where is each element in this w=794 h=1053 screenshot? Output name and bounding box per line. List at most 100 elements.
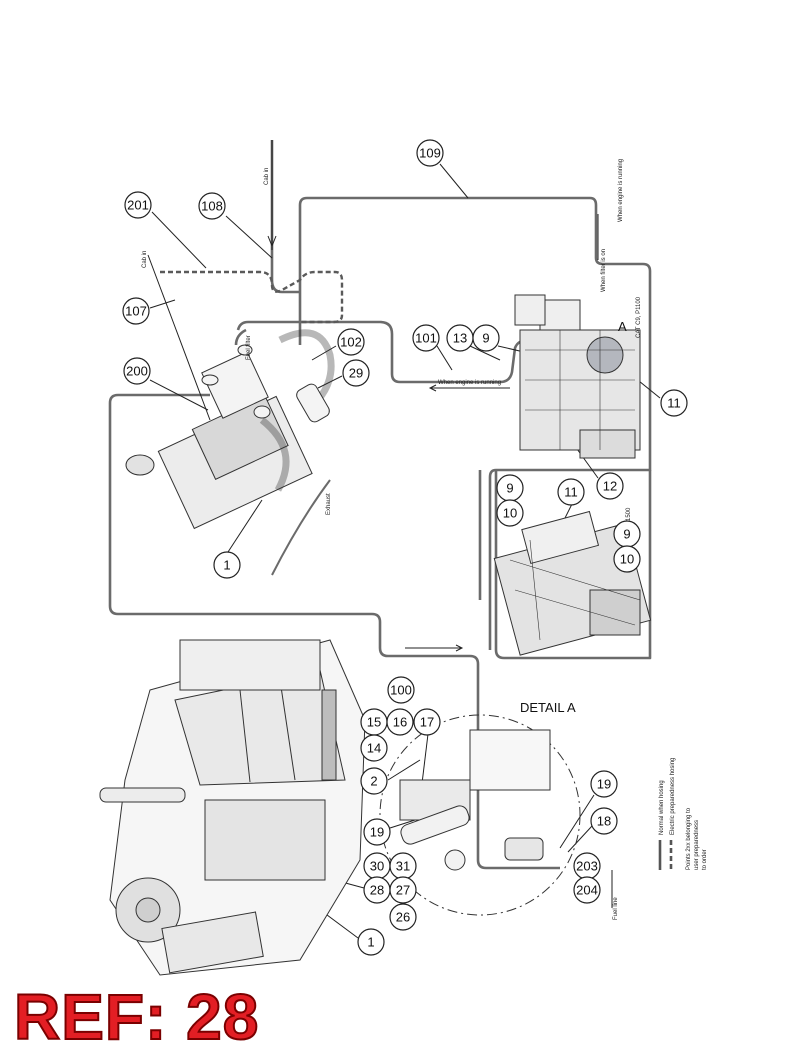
callout-203: 203 — [573, 852, 601, 880]
svg-text:19: 19 — [597, 777, 611, 792]
filter-assembly — [125, 329, 335, 530]
engine-c9-detail-lines — [525, 330, 635, 450]
hose-coil-2 — [259, 417, 290, 492]
svg-text:29: 29 — [349, 366, 363, 381]
leader-200 — [149, 379, 209, 411]
svg-text:1: 1 — [223, 558, 230, 573]
leader-201 — [151, 211, 207, 269]
callout-30: 30 — [363, 852, 391, 880]
label-cab-in-top: Cab in — [264, 168, 270, 185]
label-fuel-filter: Fuel filter — [246, 335, 252, 360]
svg-text:109: 109 — [419, 146, 441, 161]
machine — [99, 639, 366, 976]
label-engine-running: When engine is running — [438, 380, 501, 386]
filter-housing — [201, 351, 269, 419]
fitting-right — [253, 405, 271, 419]
engine-bay — [204, 799, 326, 881]
flywheel-hub — [135, 897, 161, 923]
svg-text:203: 203 — [576, 859, 598, 874]
engine-c11-detail — [509, 539, 641, 641]
svg-text:101: 101 — [415, 331, 437, 346]
rotated-labels: Cab in Cab in Fuel filter Exhaust When e… — [142, 159, 708, 920]
label-note-1: Points 2xx belonging to — [686, 807, 692, 870]
callout-107: 107 — [122, 297, 150, 325]
svg-text:31: 31 — [396, 859, 410, 874]
callout-31: 31 — [389, 852, 417, 880]
callout-1-bottom: 1 — [357, 928, 385, 956]
callout-29: 29 — [342, 359, 370, 387]
svg-text:102: 102 — [340, 335, 362, 350]
svg-text:12: 12 — [603, 479, 617, 494]
legend — [658, 840, 673, 870]
svg-text:17: 17 — [420, 715, 434, 730]
svg-text:19: 19 — [370, 825, 384, 840]
callout-201: 201 — [124, 191, 152, 219]
label-cat-c9: CAT C9, P1100 — [636, 296, 642, 338]
hose-coil — [278, 329, 335, 403]
callout-15: 15 — [360, 708, 388, 736]
leader-109 — [439, 163, 469, 199]
svg-text:9: 9 — [482, 331, 489, 346]
callout-9-top: 9 — [472, 324, 500, 352]
svg-text:10: 10 — [620, 552, 634, 567]
callout-108: 108 — [198, 192, 226, 220]
svg-text:27: 27 — [396, 883, 410, 898]
fuel-line-100 — [108, 393, 560, 870]
machine-panel — [161, 911, 264, 974]
label-fuel-line: Fuel line — [613, 897, 619, 920]
callout-102: 102 — [337, 328, 365, 356]
callout-26: 26 — [389, 903, 417, 931]
svg-text:30: 30 — [370, 859, 384, 874]
svg-text:100: 100 — [390, 683, 412, 698]
svg-text:26: 26 — [396, 910, 410, 925]
callout-9-mid: 9 — [496, 474, 524, 502]
ref-label: REF: 28 — [13, 981, 260, 1053]
radiator-split-1 — [239, 689, 251, 783]
callout-200: 200 — [123, 357, 151, 385]
fuel-line-exhaust — [271, 479, 331, 576]
leader-102 — [311, 345, 337, 361]
detail-a-zone — [586, 336, 624, 374]
callout-2: 2 — [360, 767, 388, 795]
exhaust-pipe — [99, 787, 186, 803]
callout-14: 14 — [360, 734, 388, 762]
callout-101: 101 — [412, 324, 440, 352]
engine-c11-gearbox — [589, 589, 641, 636]
svg-text:28: 28 — [370, 883, 384, 898]
callout-19-right: 19 — [590, 770, 618, 798]
callouts: 109 201 108 107 102 29 101 13 9 200 11 1… — [122, 139, 688, 956]
callout-27: 27 — [389, 876, 417, 904]
label-cab-in-left: Cab in — [142, 251, 148, 268]
detail-a-title: DETAIL A — [520, 700, 576, 715]
cab-left-line — [147, 254, 211, 421]
detail-fitting — [504, 837, 544, 861]
callout-109: 109 — [416, 139, 444, 167]
engine-c9 — [514, 294, 641, 459]
engine-c9-turbo — [514, 294, 546, 326]
label-filter-on: When filter is on — [601, 249, 607, 292]
svg-text:10: 10 — [503, 506, 517, 521]
pump-cylinder — [125, 454, 155, 476]
leader-2 — [387, 759, 421, 781]
callout-18: 18 — [590, 807, 618, 835]
svg-text:201: 201 — [127, 198, 149, 213]
label-legend-dashed: Electric preparedness hosing — [670, 758, 676, 835]
dashed-hosing-path — [160, 270, 344, 324]
leader-13 — [469, 345, 501, 361]
detail-cap — [444, 849, 466, 871]
svg-text:13: 13 — [453, 331, 467, 346]
radiator-grille — [321, 689, 337, 781]
callout-100: 100 — [387, 676, 415, 704]
svg-text:204: 204 — [576, 883, 598, 898]
svg-text:108: 108 — [201, 199, 223, 214]
svg-text:15: 15 — [367, 715, 381, 730]
svg-text:9: 9 — [506, 481, 513, 496]
svg-text:16: 16 — [393, 715, 407, 730]
arrow-running-head — [428, 384, 437, 392]
fitting-top — [237, 344, 253, 356]
leader-107 — [149, 299, 176, 309]
callout-11-right: 11 — [660, 389, 688, 417]
label-note-2: user preparedness — [694, 820, 700, 870]
label-note-3: to order — [702, 849, 708, 870]
